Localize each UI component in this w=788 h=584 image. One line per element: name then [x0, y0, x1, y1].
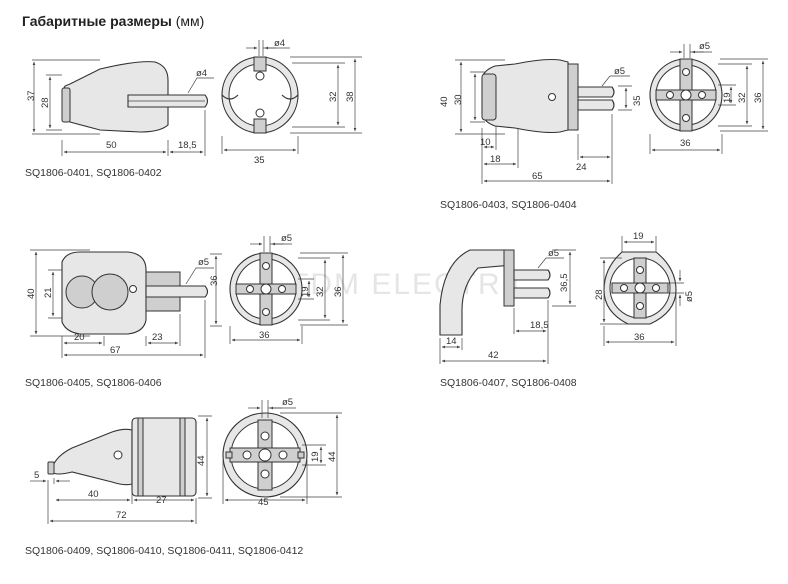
d1-dim-h2: 28	[40, 97, 51, 108]
d3-dim-front-pin-d: ø5	[281, 233, 292, 244]
caption-d3: SQ1806-0405, SQ1806-0406	[25, 377, 162, 389]
d4-dim-front-h: 28	[594, 289, 605, 300]
caption-d4: SQ1806-0407, SQ1806-0408	[440, 377, 577, 389]
d4-dim-len: 42	[488, 350, 499, 361]
d5-dim-front-h1: 19	[310, 451, 321, 462]
d3-dim-pin-d: ø5	[198, 257, 209, 268]
d4-dim-front-top: 19	[633, 231, 644, 242]
drawing-4: 14 18,5 42 ø5 36,5 19 28 36 ø5	[439, 231, 695, 364]
d5-dim-front-h2: 44	[327, 451, 338, 462]
d3-dim-front-h3: 36	[333, 286, 344, 297]
page-title-unit: (мм)	[175, 13, 205, 29]
d4-dim-pin-d: ø5	[548, 248, 559, 259]
d4-dim-pin: 18,5	[530, 320, 549, 331]
d5-dim-w1: 40	[88, 489, 99, 500]
drawing-5: 5 40 27 72 44 ø5 45 19 44	[30, 397, 342, 524]
d3-dim-front-w: 36	[259, 330, 270, 341]
d5-dim-front-w: 45	[258, 497, 269, 508]
d4-dim-w1: 14	[446, 336, 457, 347]
d2-dim-front-pin-d: ø5	[699, 41, 710, 52]
d1-dim-front-h2: 38	[345, 91, 356, 102]
d2-dim-pin-d: ø5	[614, 66, 625, 77]
plug-4-front-view	[603, 251, 677, 325]
d5-dim-w0: 5	[34, 470, 39, 481]
plug-3-front-view	[229, 252, 303, 326]
plug-4-side-view	[439, 249, 551, 336]
plug-2-front-view	[649, 58, 723, 132]
d2-dim-w1: 10	[480, 137, 491, 148]
d5-dim-len: 72	[116, 510, 127, 521]
d3-dim-pin-h: 36	[209, 275, 220, 286]
plug-5-side-view	[47, 417, 197, 497]
d3-dim-w2: 23	[152, 332, 163, 343]
d2-dim-pin: 24	[576, 162, 587, 173]
d4-dim-h: 36,5	[559, 274, 570, 293]
caption-d5: SQ1806-0409, SQ1806-0410, SQ1806-0411, S…	[25, 545, 304, 557]
d2-dim-front-h2: 32	[737, 92, 748, 103]
d1-dim-front-pin-d: ø4	[274, 38, 285, 49]
d2-dim-h2: 30	[453, 94, 464, 105]
d2-dim-len: 65	[532, 171, 543, 182]
d5-dim-h: 44	[196, 455, 207, 466]
d1-dim-front-h1: 32	[328, 91, 339, 102]
plug-2-side-view	[481, 58, 615, 134]
caption-d2: SQ1806-0403, SQ1806-0404	[440, 199, 577, 211]
plug-1-front-view	[221, 56, 299, 134]
d2-dim-h1: 40	[439, 96, 450, 107]
d5-dim-w2: 27	[156, 495, 167, 506]
d4-dim-front-pin-d: ø5	[684, 291, 695, 302]
page-title-text: Габаритные размеры	[22, 13, 172, 29]
d3-dim-front-h1: 19	[300, 286, 311, 297]
d3-dim-front-h2: 32	[315, 286, 326, 297]
drawing-2: 40 30 10 18 24 65 ø5 35 ø5 36 19	[439, 41, 768, 184]
d1-dim-front-w: 35	[254, 155, 265, 166]
d3-dim-len: 67	[110, 345, 121, 356]
d2-dim-front-h3: 36	[753, 92, 764, 103]
d2-dim-front-w: 36	[680, 138, 691, 149]
plug-3-side-view	[61, 251, 209, 335]
drawing-3: 40 21 20 23 67 ø5 36 ø5 36 19 32	[26, 233, 348, 358]
d3-dim-w1: 20	[74, 332, 85, 343]
d3-dim-h2: 21	[43, 287, 54, 298]
plug-1-side-view	[61, 61, 209, 133]
d1-dim-h1: 37	[26, 90, 37, 101]
d1-dim-pin-d: ø4	[196, 68, 207, 79]
d2-dim-front-h1: 19	[722, 92, 733, 103]
d4-dim-front-w: 36	[634, 332, 645, 343]
page-title: Габаритные размеры (мм)	[22, 13, 204, 29]
plug-5-front-view	[222, 412, 308, 498]
d1-dim-pin: 18,5	[178, 140, 197, 151]
d5-dim-front-pin-d: ø5	[282, 397, 293, 408]
d2-dim-pin-h: 35	[632, 95, 643, 106]
d3-dim-h1: 40	[26, 288, 37, 299]
watermark: TDM ELECTRIC	[290, 268, 536, 301]
caption-d1: SQ1806-0401, SQ1806-0402	[25, 167, 162, 179]
d2-dim-w2: 18	[490, 154, 501, 165]
d1-dim-len: 50	[106, 140, 117, 151]
drawing-1: 37 28 50 18,5 ø4 ø4 35 32 38	[26, 38, 362, 166]
